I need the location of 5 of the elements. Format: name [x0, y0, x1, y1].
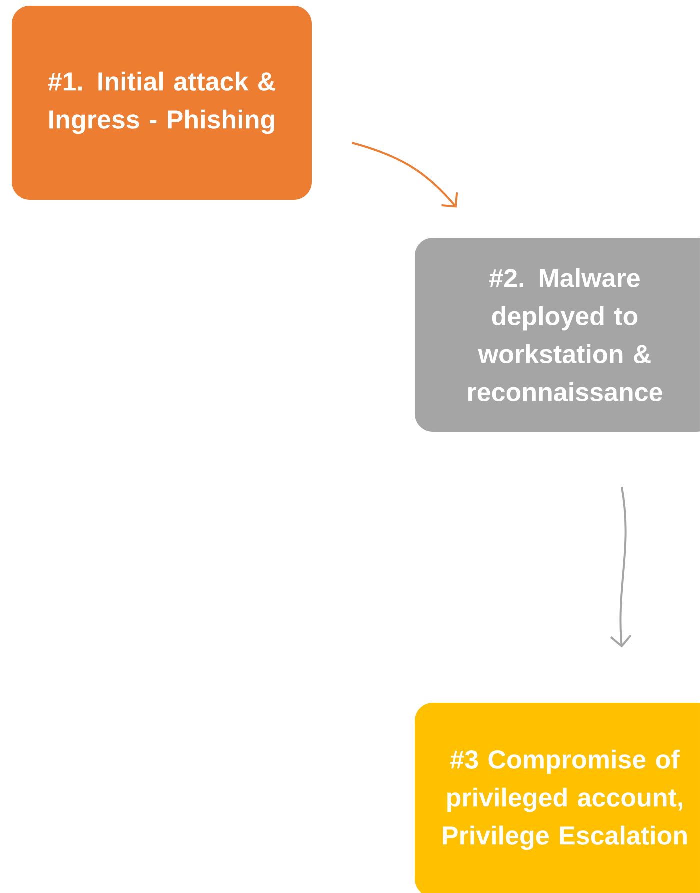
step-box: #1. Initial attack & Ingress - Phishing — [12, 6, 312, 200]
step-box: #3 Compromise of privileged account, Privilege Escalation — [415, 703, 700, 893]
step-box: #2. Malware deployed to workstation & reconnaissance — [415, 238, 700, 432]
arrow — [610, 487, 632, 648]
arrow — [352, 142, 458, 208]
